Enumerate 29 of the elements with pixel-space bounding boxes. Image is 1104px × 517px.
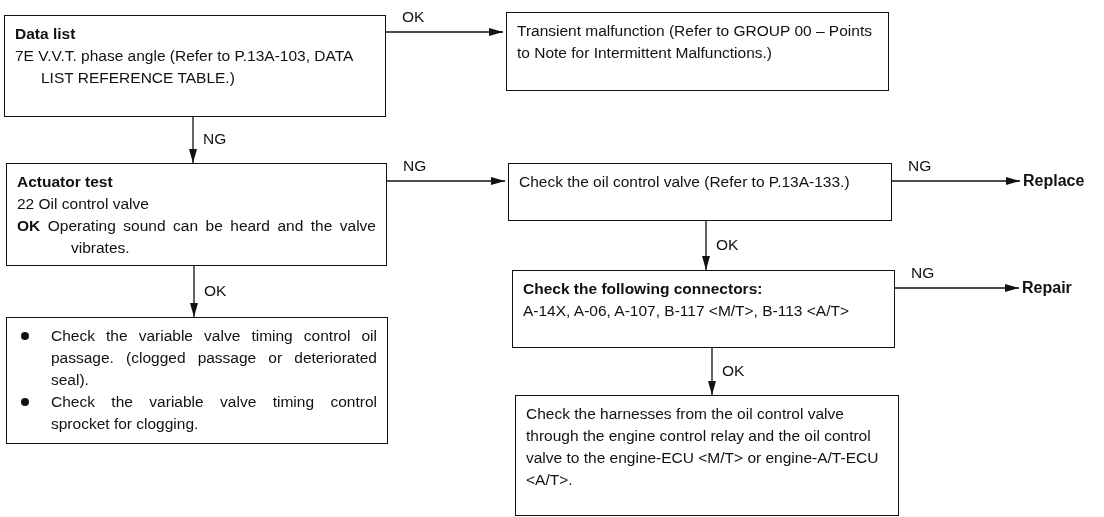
process-box <box>6 163 387 266</box>
arrow <box>708 347 716 396</box>
process-box <box>506 12 889 91</box>
arrow <box>702 220 710 271</box>
box-text: Check the harnesses from the oil control valve through the engine control relay and the oil control valve to the engine-ECU <M/T> or engine-A/T-ECU <A/T>. <box>526 404 880 490</box>
arrow <box>385 28 504 36</box>
process-box <box>515 395 899 516</box>
box-text: Check the oil control valve (Refer to P.13A-133.) <box>519 172 851 192</box>
box-text: 7E V.V.T. phase angle (Refer to P.13A-103, DATA LIST REFERENCE TABLE.) <box>15 46 354 88</box>
process-box <box>508 163 892 221</box>
arrow <box>190 265 198 318</box>
process-box <box>4 15 386 117</box>
result-text: Repair <box>1022 277 1072 299</box>
result-text: Replace <box>1023 170 1085 192</box>
box-text: A-14X, A-06, A-107, B-117 <M/T>, B-113 <A/T> <box>523 301 850 321</box>
box-heading: Check the following connectors: <box>523 279 764 299</box>
bullet-item: Check the variable valve timing control oil passage. (clogged passage or deteriorated seal). <box>17 325 377 391</box>
process-box <box>6 317 388 444</box>
bullet-item: Check the variable valve timing control sprocket for clogging. <box>17 391 377 435</box>
box-text: Transient malfunction (Refer to GROUP 00 – Points to Note for Intermittent Malfunctions.) <box>517 21 873 63</box>
arrow <box>189 116 197 164</box>
arrow <box>891 177 1021 185</box>
box-text: OK Operating sound can be heard and the valve vibrates. <box>17 216 376 258</box>
process-box <box>512 270 895 348</box>
arrow <box>894 284 1020 292</box>
box-text: 22 Oil control valve <box>17 194 150 214</box>
box-heading: Data list <box>15 24 77 44</box>
arrow <box>386 177 506 185</box>
box-heading: Actuator test <box>17 172 114 192</box>
